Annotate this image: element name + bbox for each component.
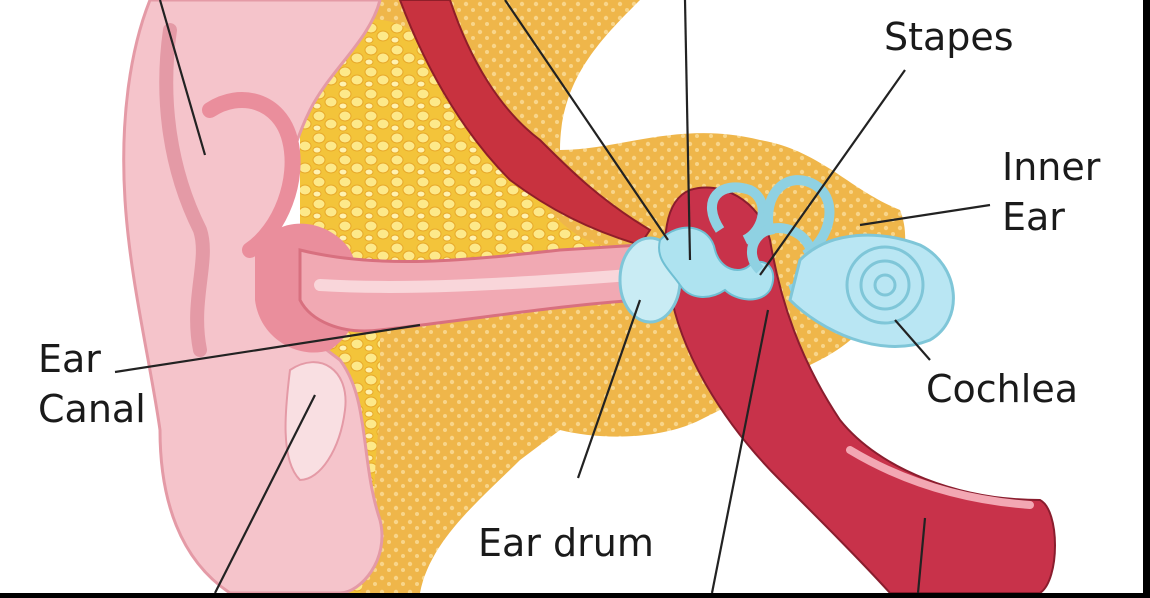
label-ear-drum: Ear drum [478, 520, 654, 566]
label-ear-canal-line1: Ear [38, 336, 101, 382]
label-ear-canal-line2: Canal [38, 386, 146, 432]
label-cochlea: Cochlea [926, 366, 1078, 412]
label-inner-ear-line1: Inner [1002, 144, 1100, 190]
label-inner-ear-line2: Ear [1002, 194, 1065, 240]
label-stapes: Stapes [884, 14, 1014, 60]
